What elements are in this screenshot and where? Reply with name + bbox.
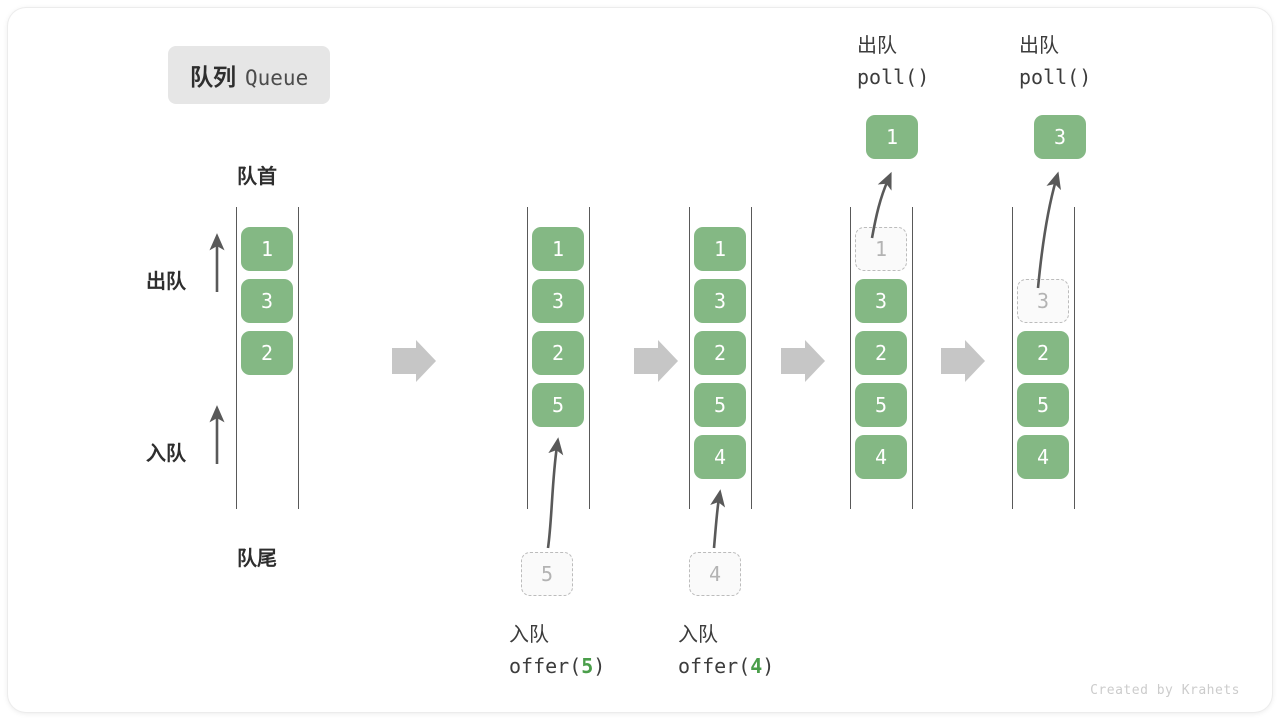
operation-label-offer-4: 入队 offer(4): [678, 620, 774, 682]
incoming-element-5: 5: [521, 552, 573, 596]
queue-slot: 2: [855, 331, 907, 375]
queue-stage-poll-3: 3 2 5 4: [1012, 207, 1076, 509]
popped-element-3: 3: [1034, 115, 1086, 159]
title-english: Queue: [245, 66, 309, 90]
operation-name-cn: 出队: [1019, 35, 1059, 57]
queue-slot: 5: [1017, 383, 1069, 427]
operation-label-poll-1: 出队 poll(): [857, 31, 929, 93]
queue-slot: 4: [694, 435, 746, 479]
operation-code: poll(): [857, 65, 930, 89]
queue-rail-left: [236, 207, 237, 509]
credit-text: Created by Krahets: [1090, 683, 1240, 698]
queue-slot: 3: [241, 279, 293, 323]
label-queue-front: 队首: [237, 166, 277, 188]
queue-rail-left: [527, 207, 528, 509]
queue-slot: 1: [694, 227, 746, 271]
queue-slot: 5: [532, 383, 584, 427]
queue-slot-ghost: 3: [1017, 279, 1069, 323]
queue-rail-right: [589, 207, 590, 509]
queue-slot: 3: [855, 279, 907, 323]
queue-rail-right: [298, 207, 299, 509]
queue-slot: 3: [532, 279, 584, 323]
label-queue-rear: 队尾: [237, 548, 277, 570]
queue-stage-after-offer-4: 1 3 2 5 4: [689, 207, 753, 509]
queue-stage-poll-1: 1 3 2 5 4: [850, 207, 914, 509]
operation-label-offer-5: 入队 offer(5): [509, 620, 605, 682]
queue-rail-left: [850, 207, 851, 509]
queue-rail-right: [1074, 207, 1075, 509]
popped-element-1: 1: [866, 115, 918, 159]
queue-slot: 5: [694, 383, 746, 427]
queue-slot: 4: [855, 435, 907, 479]
queue-rail-left: [1012, 207, 1013, 509]
queue-stage-initial: 1 3 2: [236, 207, 300, 509]
label-enqueue-direction: 入队: [146, 443, 186, 465]
queue-rail-right: [751, 207, 752, 509]
queue-stage-after-offer-5: 1 3 2 5: [527, 207, 591, 509]
incoming-element-4: 4: [689, 552, 741, 596]
operation-label-poll-3: 出队 poll(): [1019, 31, 1091, 93]
queue-slot: 2: [241, 331, 293, 375]
queue-slot: 3: [694, 279, 746, 323]
queue-slot: 5: [855, 383, 907, 427]
operation-code: offer(4): [678, 654, 775, 678]
operation-name-cn: 出队: [857, 35, 897, 57]
queue-slot: 2: [1017, 331, 1069, 375]
label-dequeue-direction: 出队: [146, 271, 186, 293]
queue-slot: 2: [532, 331, 584, 375]
diagram-title-badge: 队列 Queue: [168, 46, 331, 104]
queue-slot-ghost: 1: [855, 227, 907, 271]
queue-rail-right: [912, 207, 913, 509]
operation-name-cn: 入队: [509, 624, 549, 646]
queue-slot: 4: [1017, 435, 1069, 479]
title-chinese: 队列: [190, 64, 236, 90]
operation-code: poll(): [1019, 65, 1092, 89]
operation-name-cn: 入队: [678, 624, 718, 646]
diagram-frame: [8, 8, 1272, 712]
queue-slot: 1: [241, 227, 293, 271]
operation-code: offer(5): [509, 654, 606, 678]
queue-rail-left: [689, 207, 690, 509]
queue-slot: 2: [694, 331, 746, 375]
queue-slot: 1: [532, 227, 584, 271]
